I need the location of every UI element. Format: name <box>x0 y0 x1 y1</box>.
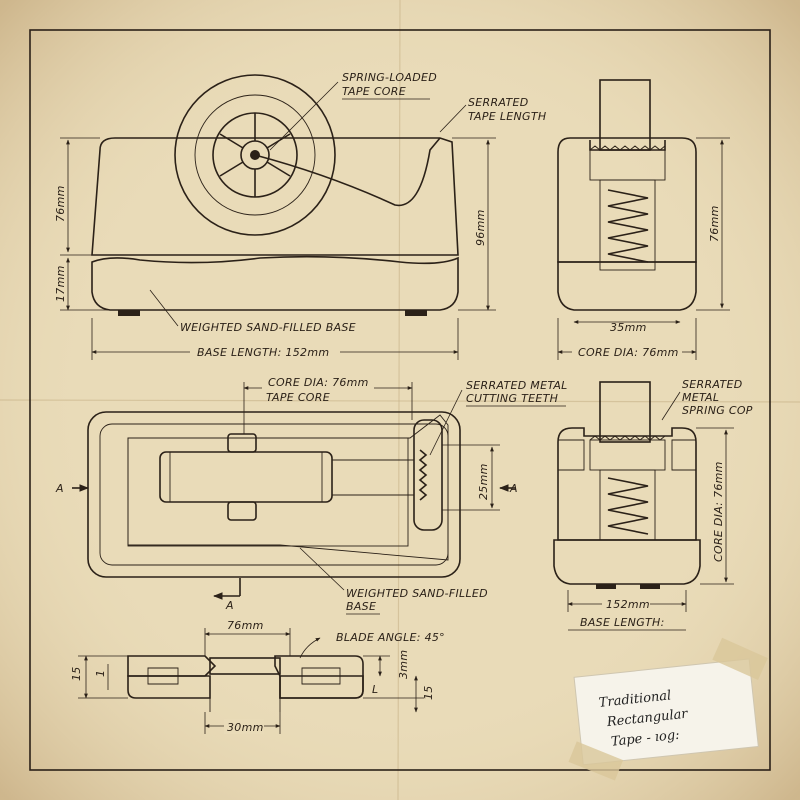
bottom-section-view: 76mm BLADE ANGLE: 45° 15 1 3mm L 15 30mm <box>70 619 445 734</box>
paper-fold-horizontal <box>0 399 800 403</box>
bottom-left-hatch <box>127 675 211 699</box>
callout-plan-base-line1: WEIGHTED SAND-FILLED <box>346 587 488 600</box>
dim-end-bottom-text: CORE DIA: 76mm <box>578 346 679 359</box>
sticky-note-line3: Tape - ıog: <box>610 728 680 750</box>
dim-bottom-bottom-text: 30mm <box>227 721 264 734</box>
leader-tape <box>439 104 467 133</box>
section-view: SERRATED METAL SPRING COP CORE DIA: 76mm… <box>553 378 753 631</box>
tape-piece-bottom <box>568 741 624 781</box>
callout-teeth-line2: CUTTING TEETH <box>466 392 558 405</box>
end-view-top: 76mm 35mm CORE DIA: 76mm <box>557 79 730 360</box>
section-mark-bottom: A <box>225 599 234 612</box>
leader-core <box>269 81 339 151</box>
dim-end-width-text: 35mm <box>610 321 647 334</box>
leader-plan-base <box>299 547 345 591</box>
callout-base-text: WEIGHTED SAND-FILLED BASE <box>180 321 356 334</box>
plan-cutter-housing <box>413 419 443 531</box>
callout-teeth-line1: SERRATED METAL <box>466 379 568 392</box>
dim-bottom-left-outer-text: 15 <box>70 666 83 681</box>
sticky-note-paper <box>573 658 759 766</box>
side-view: SPRING-LOADED TAPE CORE SERRATED TAPE LE… <box>54 71 546 360</box>
section-tape-strip <box>599 381 651 443</box>
foot-left <box>118 310 140 316</box>
drawing-border <box>29 29 771 771</box>
dim-section-height-text: CORE DIA: 76mm <box>712 461 725 562</box>
leader-cop <box>661 391 681 421</box>
dim-section-bottom-text: BASE LENGTH: <box>580 616 665 629</box>
callout-tape-line2: TAPE LENGTH <box>468 110 546 123</box>
plan-tape-core-label: TAPE CORE <box>266 391 330 404</box>
dim-plan-tape-text: 25mm <box>477 463 490 500</box>
tape-piece-top <box>712 637 768 681</box>
plan-cutting-teeth <box>418 449 428 501</box>
plan-axle-bottom <box>227 501 257 521</box>
dim-bottom-top-text: 76mm <box>227 619 264 632</box>
dim-section-width-text: 152mm <box>606 598 650 611</box>
plan-view: CORE DIA: 76mm TAPE CORE SERRATED METAL … <box>55 374 568 615</box>
dim-bottom-left-inner-text: 1 <box>94 670 107 677</box>
callout-core-line1: SPRING-LOADED <box>342 71 437 84</box>
spring-housing <box>599 179 656 271</box>
bottom-core-slot <box>209 657 281 675</box>
end-sand-base <box>557 261 697 311</box>
plan-axle-top <box>227 433 257 453</box>
tape-path-side <box>254 137 441 207</box>
callout-tape-line1: SERRATED <box>468 96 528 109</box>
dim-base-text: 17mm <box>54 265 67 302</box>
dim-bottom-right-mark: L <box>372 683 378 696</box>
tape-roll-outer <box>174 74 336 236</box>
section-mark-left: A <box>55 482 64 495</box>
paper-fold-vertical <box>397 0 401 800</box>
callout-cop-line2: METAL <box>682 391 719 404</box>
dim-length-text: BASE LENGTH: 152mm <box>197 346 329 359</box>
dim-end-height-text: 76mm <box>708 205 721 242</box>
callout-core-line2: TAPE CORE <box>342 85 406 98</box>
tape-roll-inner-ring <box>194 94 316 216</box>
callout-blade-text: BLADE ANGLE: 45° <box>336 631 445 644</box>
dim-bottom-right-small-text: 3mm <box>397 650 410 679</box>
leader-base <box>149 289 179 327</box>
plan-inner-recess <box>127 414 449 561</box>
section-serrated-teeth <box>589 435 666 441</box>
foot-right <box>405 310 427 316</box>
section-spring-coil <box>607 477 649 535</box>
callout-cop-line1: SERRATED <box>682 378 742 391</box>
dim-total-text: 96mm <box>474 209 487 246</box>
sand-filled-base-side <box>91 255 459 311</box>
dispenser-body-side <box>91 137 459 256</box>
bottom-right-hatch <box>279 675 364 699</box>
plan-outer-body <box>87 411 461 578</box>
dim-body-text: 76mm <box>54 185 67 222</box>
dim-plan-core-text: CORE DIA: 76mm <box>268 376 369 389</box>
serrated-teeth-end <box>589 145 666 151</box>
spring-coil <box>607 189 649 263</box>
sticky-note: Traditional Rectangular Tape - ıog: <box>568 637 768 781</box>
leader-blade <box>299 637 321 659</box>
section-mark-right: A <box>509 482 518 495</box>
callout-cop-line3: SPRING COP <box>682 404 753 417</box>
dim-bottom-right-outer-text: 15 <box>422 685 435 700</box>
leader-teeth <box>429 389 463 456</box>
callout-plan-base-line2: BASE <box>346 600 376 613</box>
section-hatched-base <box>553 539 701 585</box>
